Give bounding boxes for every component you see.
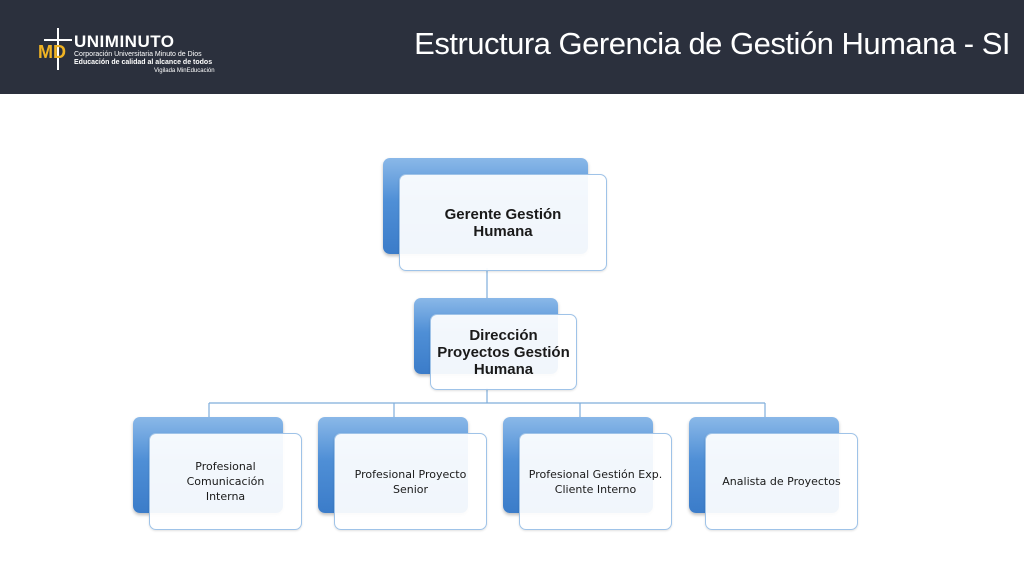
node-3-label: Profesional Gestión Exp. Cliente Interno <box>528 467 663 496</box>
logo-tagline-1: Corporación Universitaria Minuto de Dios <box>74 51 202 58</box>
node-2-label: Profesional Proyecto Senior <box>354 467 467 496</box>
uniminuto-logo: MD UNIMINUTO Corporación Universitaria M… <box>36 26 236 76</box>
node-4-label: Analista de Proyectos <box>722 475 841 488</box>
logo-name: UNIMINUTO <box>74 32 175 51</box>
md-logo-icon: MD <box>38 28 72 70</box>
node-direccion-card: Dirección Proyectos Gestión Humana <box>430 314 577 390</box>
logo-mark: MD <box>38 42 66 62</box>
node-2-card: Profesional Proyecto Senior <box>334 433 487 530</box>
logo-tagline-3: Vigilada MinEducación <box>154 68 215 74</box>
node-direccion-label: Dirección Proyectos Gestión Humana <box>437 326 570 378</box>
node-3-card: Profesional Gestión Exp. Cliente Interno <box>519 433 672 530</box>
node-1-label: Profesional Comunicación Interna <box>186 460 265 503</box>
header-bar: MD UNIMINUTO Corporación Universitaria M… <box>0 0 1024 94</box>
slide-title: Estructura Gerencia de Gestión Humana - … <box>414 26 1010 61</box>
logo-tagline-2: Educación de calidad al alcance de todos <box>74 59 213 66</box>
node-gerente-label: Gerente Gestión Humana <box>444 205 562 240</box>
node-1-card: Profesional Comunicación Interna <box>149 433 302 530</box>
node-4-card: Analista de Proyectos <box>705 433 858 530</box>
node-gerente-card: Gerente Gestión Humana <box>399 174 607 271</box>
